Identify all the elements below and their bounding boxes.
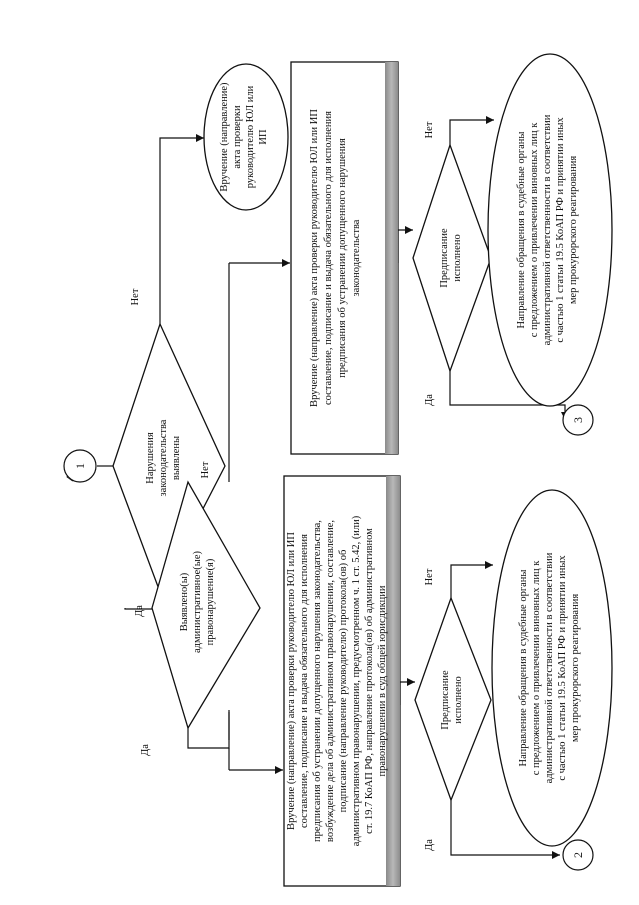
oval-deliver-line-1: Вручение (направление) [219,82,230,192]
decision-admin-line-1: Выявлено(ы) [179,572,190,631]
oval-court-left-line-4: с частью 1 статьи 19.5 КоАП РФ и приняти… [557,555,568,781]
box-protocols-line-4: возбуждение дела об административном пра… [325,520,336,842]
edge-label-no-1: Нет [130,288,141,305]
edge-label-no-3: Нет [424,121,435,138]
oval-court-right-line-5: мер прокурорского реагирования [568,156,579,304]
edge-label-yes-3: Да [424,394,435,406]
end-connector-2-label: 2 [571,852,585,858]
box-protocols-line-7: ст. 19.7 КоАП РФ, направление протокола(… [364,528,375,834]
oval-court-left-line-5: мер прокурорского реагирования [570,594,581,742]
decision-admin-line-2: административное(ые) [192,550,203,653]
edge-label-no-2: Нет [200,461,211,478]
box-protocols-line-1: Вручение (направление) акта проверки рук… [286,532,297,830]
decision-order-left-line-1: Предписание [440,670,451,730]
connector-lines [97,116,569,859]
oval-court-right-line-3: административной ответственности в соотв… [542,114,553,345]
decision-order-right-line-1: Предписание [439,228,450,288]
oval-deliver-act: Вручение (направление) акта проверки рук… [203,63,289,211]
edge-label-yes-1: Да [134,605,145,617]
box-act-orders: Вручение (направление) акта проверки рук… [290,61,399,455]
decision-violations-found: Нарушения законодательства выявлены [112,322,226,594]
end-connector-2: 2 [562,839,594,871]
end-connector-3: 3 [562,404,594,436]
box-protocols-line-8: правонарушении в суд общей юрисдикции [377,585,388,776]
oval-deliver-line-4: ИП [258,129,269,145]
start-connector-label: 1 [73,463,87,469]
decision-violations-line-1: Нарушения [145,432,156,484]
oval-court-left-line-1: Направление обращения в судебные органы [518,570,529,767]
decision-order-left-line-2: исполнено [453,676,464,723]
oval-court-right-line-1: Направление обращения в судебные органы [516,132,527,329]
edge-label-yes-2: Да [140,744,151,756]
box-protocols-line-6: административном правонарушении, предусм… [351,515,362,846]
oval-court-left-line-3: административной ответственности в соотв… [544,552,555,783]
box-orders-line-4: законодательства [351,219,362,296]
end-connector-3-label: 3 [571,417,585,423]
decision-admin-offense: Выявлено(ы) административное(ые) правона… [151,480,261,730]
oval-court-right-line-2: с предложением о привлечении виновных ли… [529,122,540,337]
oval-court-appeal-left: Направление обращения в судебные органы … [491,489,613,847]
box-orders-line-1: Вручение (направление) акта проверки рук… [309,109,320,407]
oval-court-appeal-right: Направление обращения в судебные органы … [487,53,613,407]
box-act-protocols: Вручение (направление) акта проверки рук… [283,475,401,887]
box-protocols-line-2: составление, подписание и выдача обязате… [299,534,310,828]
decision-order-executed-right: Предписание исполнено [412,143,492,373]
edge-label-no-4: Нет [424,568,435,585]
box-protocols-line-5: подписание (направление руководителю) пр… [338,550,349,813]
oval-court-left-line-2: с предложением о привлечении виновных ли… [531,560,542,775]
oval-deliver-line-2: акта проверки [232,105,243,169]
decision-order-right-line-2: исполнено [452,234,463,281]
decision-violations-line-2: законодательства [158,419,169,496]
box-protocols-line-3: предписания об устранении допущенного на… [312,520,323,842]
edge-label-yes-4: Да [424,839,435,851]
decision-violations-line-3: выявлены [171,436,182,480]
oval-court-right-line-4: с частью 1 статьи 19.5 КоАП РФ и приняти… [555,117,566,343]
box-orders-line-3: предписания об устранении допущенного на… [337,138,348,378]
decision-admin-line-3: правонарушение(я) [205,558,216,645]
decision-order-executed-left: Предписание исполнено [414,596,492,802]
start-connector: 1 [63,449,97,483]
box-orders-line-2: составление, подписание и выдача обязате… [323,111,334,405]
oval-deliver-line-3: руководителю ЮЛ или [245,85,256,188]
